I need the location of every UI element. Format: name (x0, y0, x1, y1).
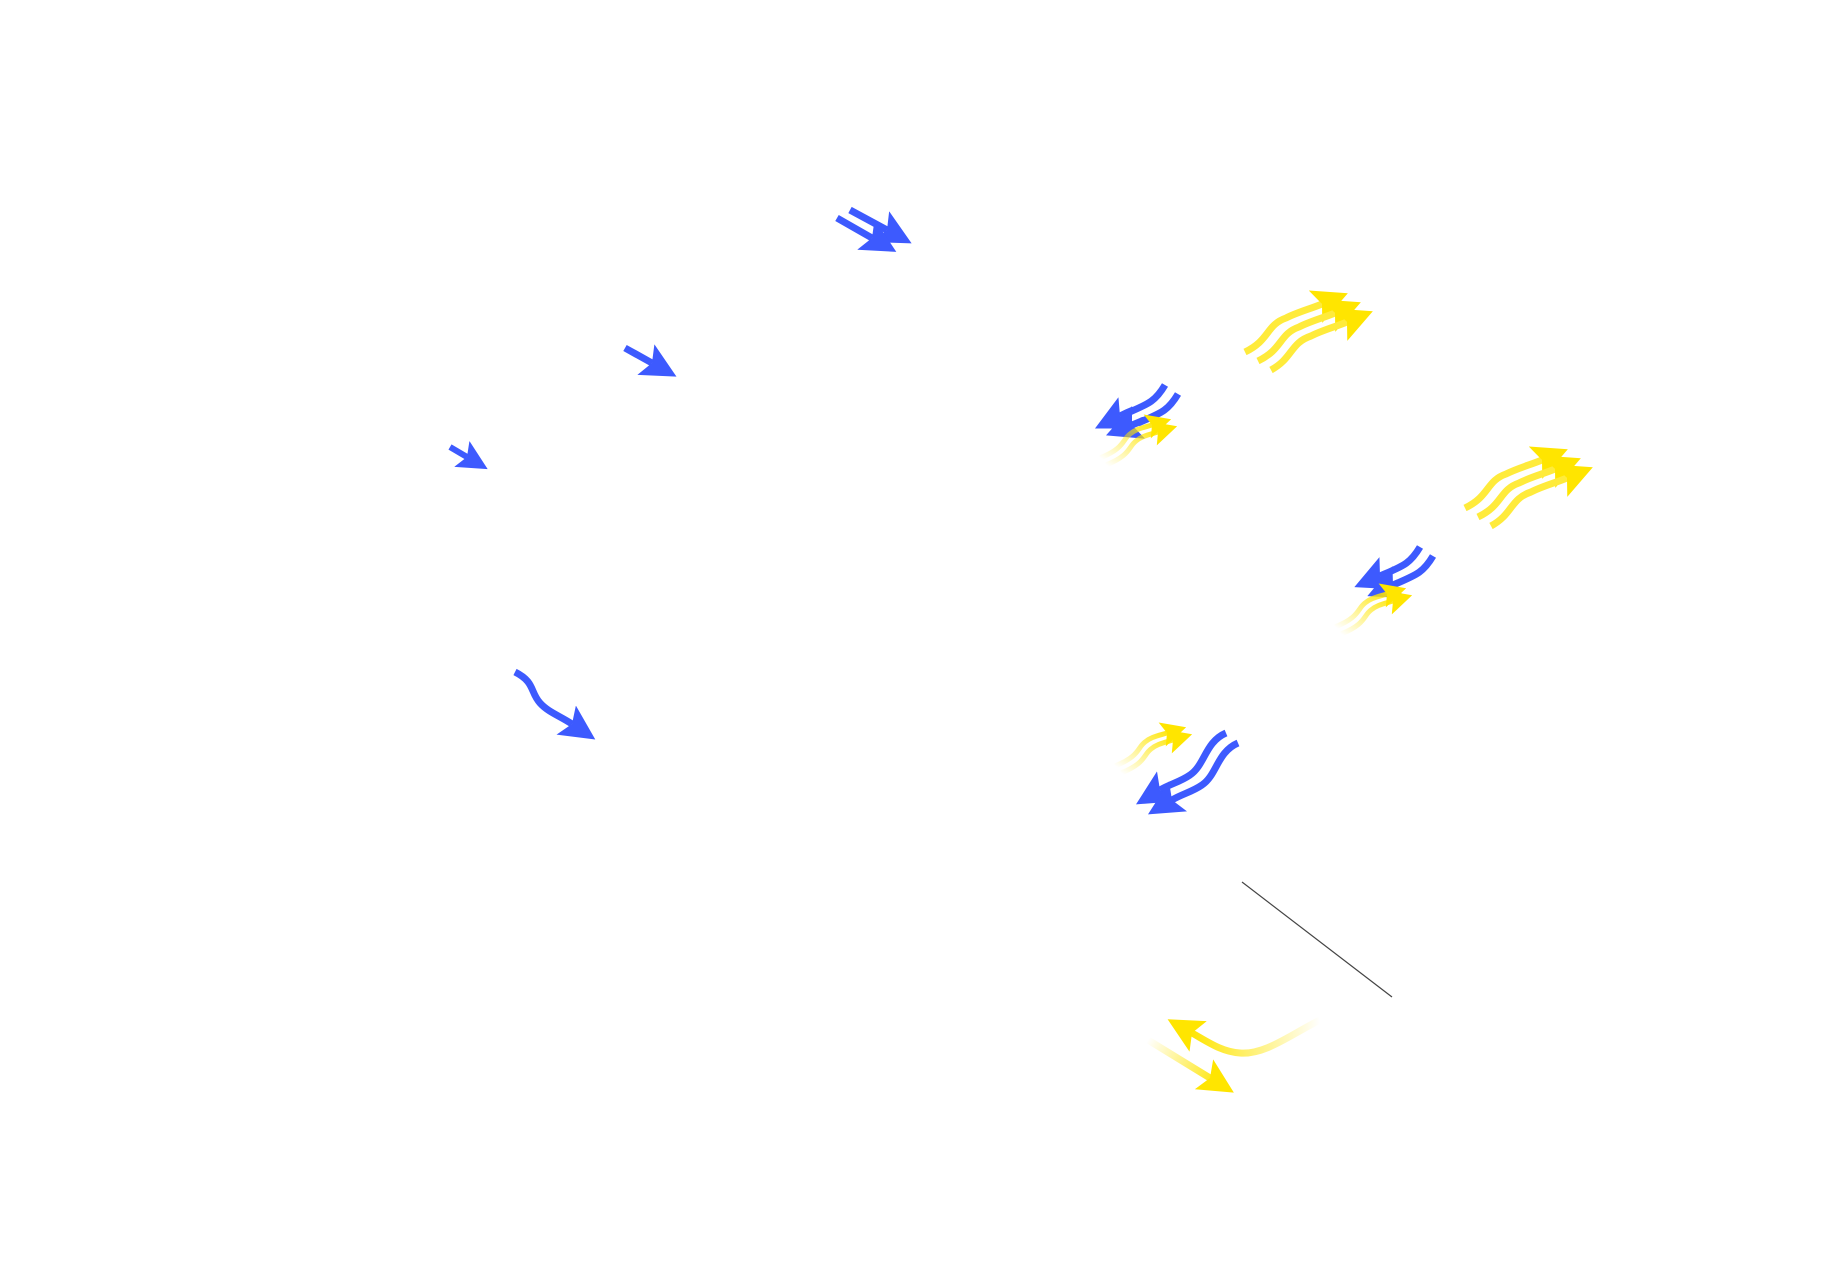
connector-line (1241, 881, 1393, 998)
wavy-arrow-icon (1114, 722, 1193, 776)
wavy-arrow-icon (1334, 583, 1413, 637)
wavy-arrow-icon (1354, 545, 1437, 599)
arrow-icon (448, 206, 912, 470)
wavy-arrow-icon (1099, 414, 1178, 468)
wavy-arrow-icon (1463, 446, 1593, 530)
wavy-arrow-icon (1094, 383, 1182, 439)
curved-arrow-icon (1167, 1016, 1322, 1057)
wavy-arrow-icon (513, 668, 596, 740)
arrow-icon (1146, 1037, 1234, 1093)
wavy-arrow-icon (1243, 290, 1373, 374)
wavy-arrow-icon (1135, 729, 1240, 815)
